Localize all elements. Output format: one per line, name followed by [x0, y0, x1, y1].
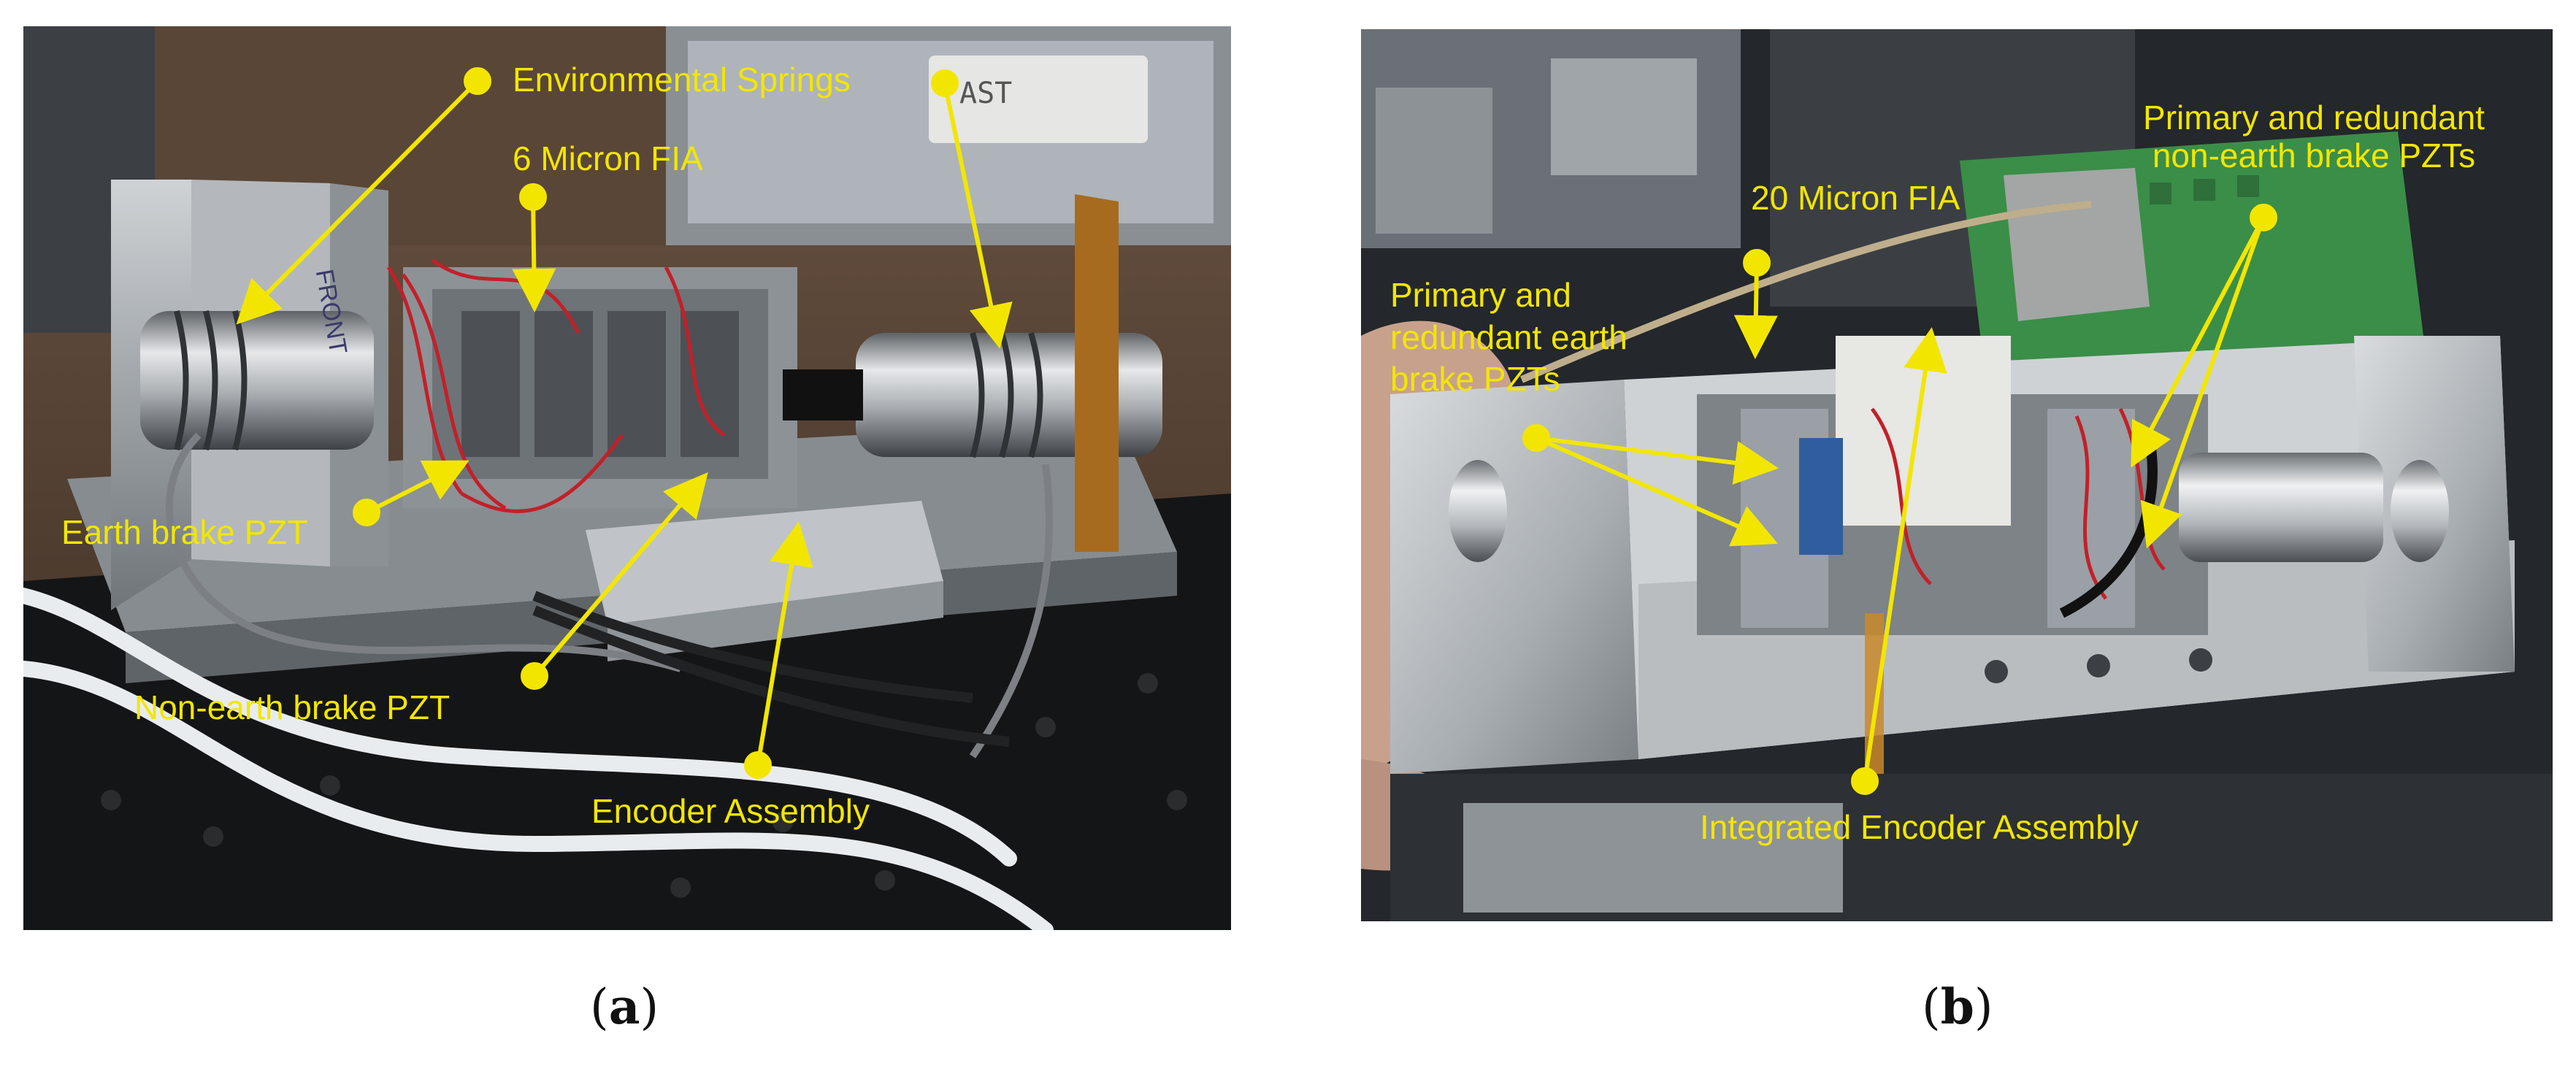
label-environmental-springs: Environmental Springs — [513, 61, 851, 99]
photo-panel-b: Primary and redundant non-earth brake PZ… — [1361, 29, 2553, 921]
label-non-earth-brake-pzt: Non-earth brake PZT — [134, 688, 451, 726]
caption-b: (b) — [1922, 978, 1993, 1035]
caption-b-open: ( — [1922, 979, 1941, 1035]
caption-b-letter: b — [1940, 978, 1974, 1035]
label-20-micron-fia: 20 Micron FIA — [1751, 179, 1960, 217]
photo-panel-a: AST FRONT Environmental Springs 6 Micron… — [23, 26, 1231, 930]
caption-b-close: ) — [1974, 979, 1993, 1035]
caption-a: (a) — [590, 978, 659, 1035]
label-primary-redundant-earth-brake-pzts: Primary and redundant earth brake PZTs — [1390, 276, 1628, 398]
label-earth-brake-pzt: Earth brake PZT — [61, 513, 308, 551]
label-integrated-encoder-assembly: Integrated Encoder Assembly — [1700, 808, 2139, 846]
label-encoder-assembly: Encoder Assembly — [591, 792, 870, 830]
photo-a-illustration — [23, 26, 1231, 930]
photo-tag-label: AST — [959, 77, 1013, 110]
label-6-micron-fia: 6 Micron FIA — [513, 139, 703, 177]
caption-a-letter: a — [608, 978, 640, 1035]
caption-a-open: ( — [590, 979, 609, 1035]
photo-b-illustration — [1361, 29, 2553, 921]
label-primary-redundant-non-earth-brake-pzts: Primary and redundant non-earth brake PZ… — [2143, 99, 2485, 174]
caption-a-close: ) — [640, 979, 659, 1035]
